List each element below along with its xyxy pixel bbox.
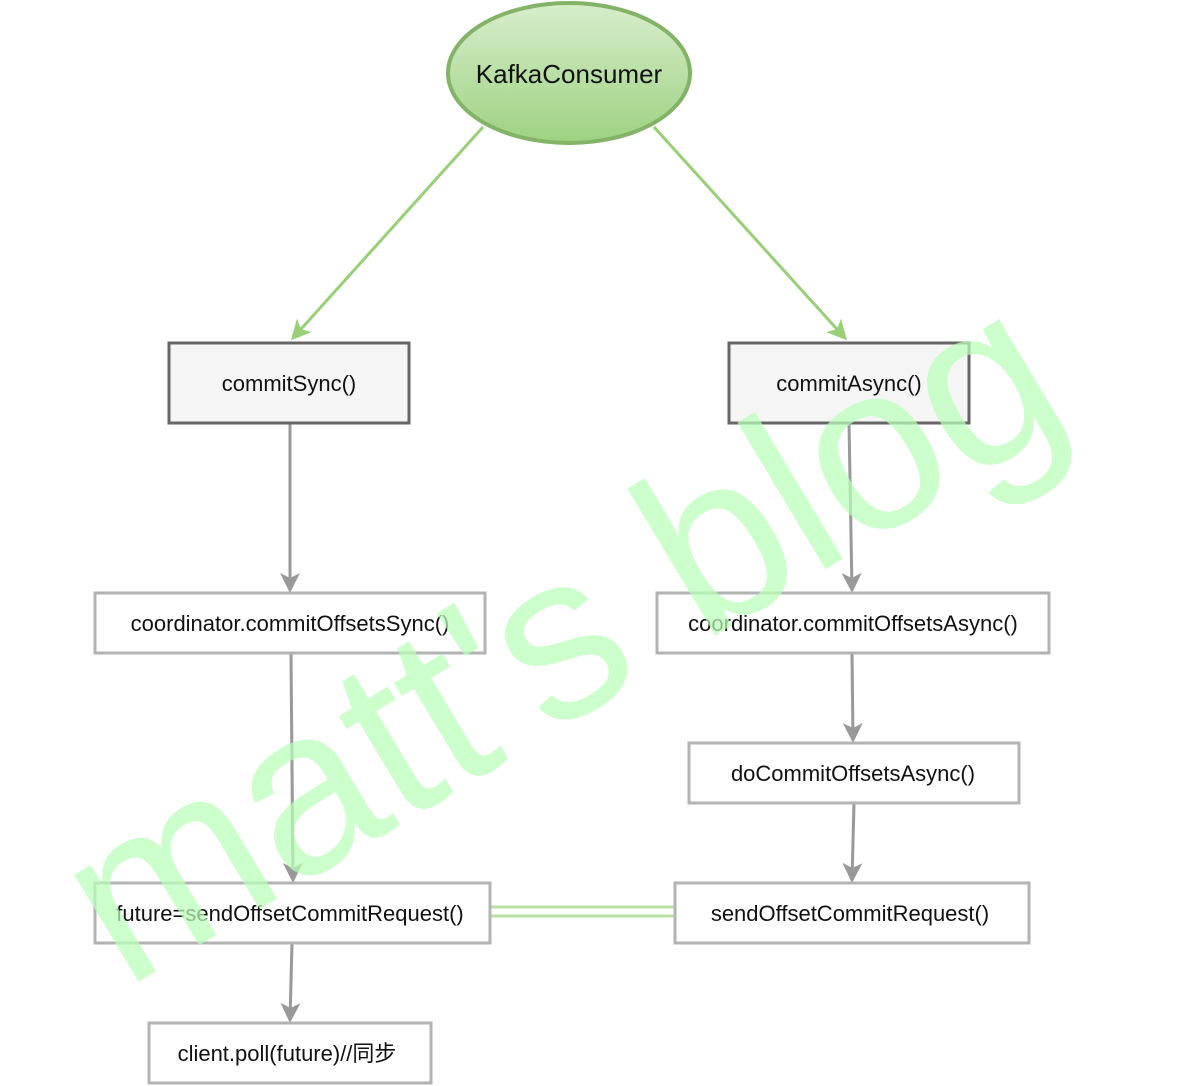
send-request-box: [673, 881, 1031, 945]
node-commitasync[interactable]: commitAsync(): [727, 341, 971, 425]
arrow-coordasync-to-docommitasync: [842, 653, 863, 743]
root-ellipse: [446, 1, 692, 145]
client-poll-box: [147, 1021, 433, 1085]
node-coordinator-sync[interactable]: coordinator.commitOffsetsSync(): [93, 591, 487, 655]
coordinator-async-label: coordinator.commitOffsetsAsync(): [688, 611, 1018, 636]
commitsync-label: commitSync(): [222, 371, 356, 396]
docommitoffsetsasync-label: doCommitOffsetsAsync(): [731, 761, 975, 786]
arrow-root-to-commitsync: [290, 125, 485, 341]
arrow-coordsync-to-futuresend: [282, 653, 303, 883]
coordinator-sync-label: coordinator.commitOffsetsSync(): [131, 611, 450, 636]
node-send-request[interactable]: sendOffsetCommitRequest(): [673, 881, 1031, 945]
root-label: KafkaConsumer: [476, 59, 663, 89]
arrow-docommitasync-to-sendrequest: [842, 802, 863, 883]
client-poll-label: client.poll(future)//同步: [178, 1041, 397, 1066]
commitasync-label: commitAsync(): [776, 371, 921, 396]
arrow-futuresend-to-clientpoll: [280, 942, 301, 1023]
future-send-request-label: future=sendOffsetCommitRequest(): [116, 901, 463, 926]
send-request-label: sendOffsetCommitRequest(): [711, 901, 989, 926]
node-kafkaconsumer[interactable]: KafkaConsumer: [446, 1, 692, 145]
arrow-root-to-commitasync: [652, 125, 848, 341]
node-docommitoffsetsasync[interactable]: doCommitOffsetsAsync(): [687, 741, 1021, 805]
node-coordinator-async[interactable]: coordinator.commitOffsetsAsync(): [655, 591, 1051, 655]
docommitoffsetsasync-box: [687, 741, 1021, 805]
coordinator-sync-box: [93, 591, 487, 655]
coordinator-async-box: [655, 591, 1051, 655]
node-commitsync[interactable]: commitSync(): [167, 341, 411, 425]
arrow-commitasync-to-coordasync: [841, 422, 862, 593]
future-send-request-box: [93, 881, 492, 945]
node-client-poll[interactable]: client.poll(future)//同步: [147, 1021, 433, 1085]
commitasync-box: [727, 341, 971, 425]
node-future-send-request[interactable]: future=sendOffsetCommitRequest(): [93, 881, 492, 945]
commitsync-box: [167, 341, 411, 425]
